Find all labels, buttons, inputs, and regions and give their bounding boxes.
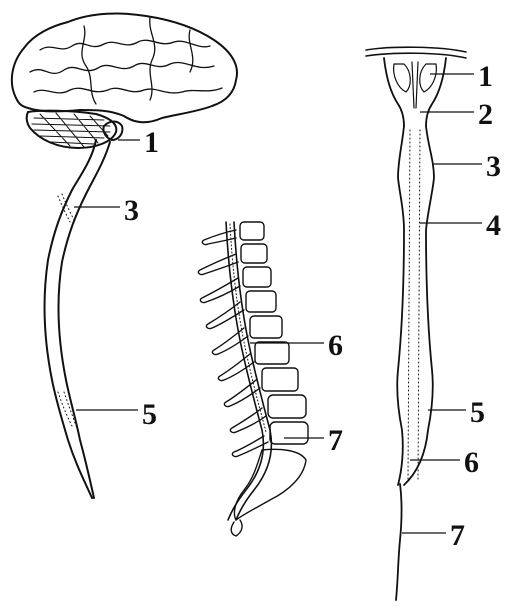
spinal-cord-left bbox=[45, 140, 110, 498]
vertebral-bodies bbox=[231, 222, 308, 536]
brainstem-details bbox=[394, 62, 437, 108]
label-right-1: 1 bbox=[478, 60, 493, 93]
brain-and-cord-figure: 1 3 5 bbox=[12, 14, 237, 498]
label-right-4: 4 bbox=[486, 209, 501, 242]
label-right-6: 6 bbox=[464, 446, 479, 479]
brain-base bbox=[366, 47, 466, 58]
label-right-3: 3 bbox=[486, 150, 501, 183]
spinal-cord-front-figure: 1 2 3 4 5 6 7 bbox=[366, 47, 501, 600]
label-left-3: 3 bbox=[124, 194, 139, 227]
spinal-cord-right bbox=[397, 126, 434, 485]
label-right-2: 2 bbox=[478, 98, 493, 131]
label-mid-6: 6 bbox=[328, 329, 343, 362]
label-right-7: 7 bbox=[450, 519, 465, 552]
label-right-5: 5 bbox=[470, 396, 485, 429]
label-left-5: 5 bbox=[142, 398, 157, 431]
brain-gyri bbox=[30, 18, 222, 104]
filum-terminale bbox=[396, 484, 402, 600]
spinal-cord-right-stipple bbox=[408, 130, 420, 480]
label-mid-7: 7 bbox=[328, 424, 343, 457]
spinal-cord-side bbox=[230, 224, 266, 432]
spinal-column-figure: 6 7 bbox=[198, 222, 343, 536]
cerebellum-hatching bbox=[32, 113, 110, 147]
label-left-1: 1 bbox=[144, 126, 159, 159]
